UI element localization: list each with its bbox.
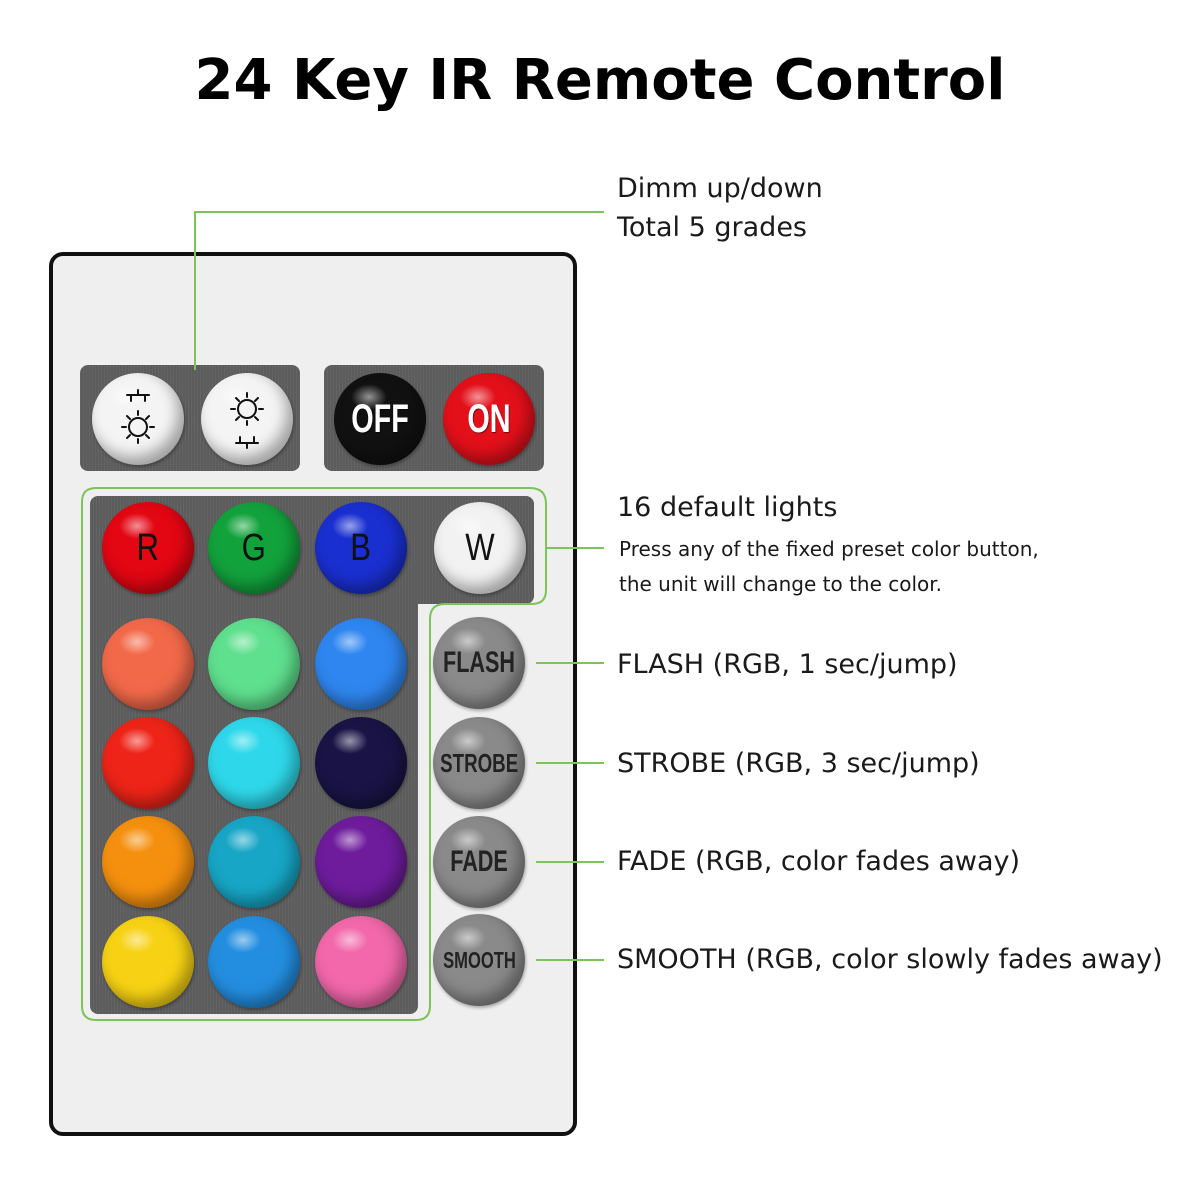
color-button-navy[interactable] [315, 717, 407, 809]
default-lights-line2: the unit will change to the color. [619, 572, 943, 596]
green-label: G [241, 526, 267, 569]
fade-label: FADE [450, 845, 508, 878]
smooth-button[interactable]: SMOOTH [433, 914, 525, 1006]
off-label: OFF [351, 396, 409, 441]
fade-annotation: FADE (RGB, color fades away) [617, 846, 1021, 877]
strobe-button[interactable]: STROBE [433, 717, 525, 809]
color-button-teal[interactable] [208, 816, 300, 908]
green-button[interactable]: G [208, 502, 300, 594]
brightness-down-button[interactable] [201, 373, 293, 465]
color-button-sky-blue[interactable] [208, 916, 300, 1008]
fade-button[interactable]: FADE [433, 816, 525, 908]
color-button-light-blue[interactable] [315, 618, 407, 710]
color-button-pink[interactable] [315, 916, 407, 1008]
dimm-annotation-line1: Dimm up/down [617, 173, 823, 204]
strobe-label: STROBE [439, 747, 519, 778]
brightness-down-icon [230, 392, 264, 449]
on-button[interactable]: ON [443, 373, 535, 465]
brightness-up-button[interactable] [92, 373, 184, 465]
color-button-light-green[interactable] [208, 618, 300, 710]
on-label: ON [467, 396, 511, 441]
color-button-orange[interactable] [102, 816, 194, 908]
strobe-annotation: STROBE (RGB, 3 sec/jump) [617, 748, 980, 779]
white-button[interactable]: W [434, 502, 526, 594]
flash-annotation: FLASH (RGB, 1 sec/jump) [617, 649, 958, 680]
default-lights-title: 16 default lights [617, 492, 838, 523]
off-button[interactable]: OFF [334, 373, 426, 465]
color-button-red[interactable] [102, 717, 194, 809]
brightness-up-icon [121, 389, 155, 444]
page-title: 24 Key IR Remote Control [194, 48, 1006, 113]
smooth-annotation: SMOOTH (RGB, color slowly fades away) [617, 944, 1163, 975]
color-button-purple[interactable] [315, 816, 407, 908]
blue-label: B [350, 526, 372, 569]
flash-button[interactable]: FLASH [433, 617, 525, 709]
dimm-annotation-line2: Total 5 grades [617, 212, 808, 243]
flash-label: FLASH [443, 646, 515, 679]
color-button-orange-red[interactable] [102, 618, 194, 710]
red-button[interactable]: R [102, 502, 194, 594]
smooth-label: SMOOTH [442, 946, 516, 973]
color-button-cyan[interactable] [208, 717, 300, 809]
default-lights-line1: Press any of the fixed preset color butt… [619, 537, 1039, 561]
red-label: R [136, 526, 160, 569]
blue-button[interactable]: B [315, 502, 407, 594]
color-button-yellow[interactable] [102, 916, 194, 1008]
white-label: W [465, 526, 495, 569]
